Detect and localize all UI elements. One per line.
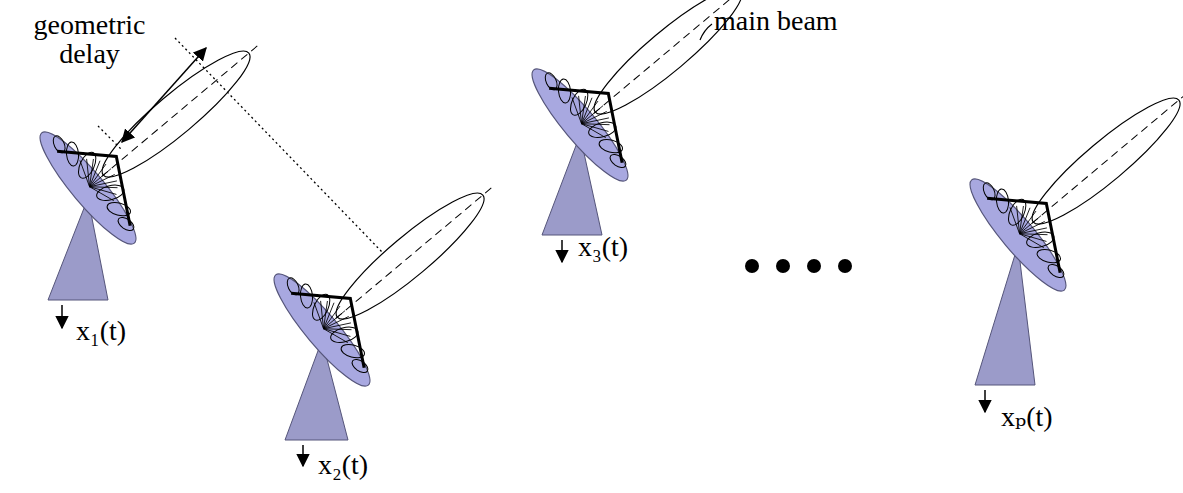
ellipsis-dot — [807, 259, 821, 273]
main-beam — [1020, 85, 1183, 238]
delay-label: geometric delay — [12, 10, 167, 69]
pattern-ray — [324, 313, 351, 339]
ellipsis-dot — [745, 259, 759, 273]
pattern-ray — [307, 302, 331, 328]
annotation-lines — [98, 24, 852, 273]
dish-reflector — [521, 60, 638, 191]
feed-support — [987, 171, 1086, 278]
leader-line — [700, 24, 712, 40]
signal-name: x₃(t) — [578, 232, 628, 261]
beam-label: main beam — [714, 6, 838, 35]
pattern-ray — [90, 173, 118, 201]
signal-arrow — [984, 390, 986, 412]
pattern-ray — [90, 171, 117, 197]
feed-support — [57, 124, 156, 231]
ellipsis-dot — [838, 259, 852, 273]
pattern-ray — [582, 118, 606, 144]
pattern-ray — [90, 181, 114, 207]
pattern-ray — [324, 315, 352, 343]
antenna-group — [29, 0, 1183, 466]
signal-name: x₂(t) — [318, 450, 368, 479]
feed-support — [549, 61, 648, 168]
pattern-ray — [324, 323, 348, 349]
radio-telescope — [263, 130, 540, 466]
pattern-ray — [582, 110, 610, 138]
beam-axis — [1022, 90, 1183, 231]
dish-reflector — [959, 170, 1076, 301]
sidelobe — [350, 357, 370, 376]
signal-name: x₁(t) — [76, 316, 126, 345]
wavefront-line — [175, 38, 382, 252]
pattern-ray — [565, 97, 589, 123]
signal-arrow — [61, 305, 63, 328]
pattern-ray — [73, 160, 97, 186]
pattern-ray — [1020, 220, 1048, 248]
dish-reflector — [29, 123, 146, 254]
ellipsis-dot — [776, 259, 790, 273]
signal-arrow — [561, 240, 563, 262]
sidelobe — [1046, 262, 1066, 281]
sidelobe — [116, 215, 136, 234]
sidelobe — [608, 152, 628, 171]
pattern-ray — [1003, 207, 1027, 233]
pattern-ray — [1020, 228, 1044, 254]
pattern-ray — [582, 108, 609, 134]
pattern-ray — [1020, 218, 1047, 244]
main-beam — [324, 180, 495, 333]
radio-telescope — [521, 0, 798, 262]
dish-reflector — [263, 265, 380, 396]
signal-arrow — [302, 445, 304, 466]
radio-telescope — [959, 35, 1183, 412]
signal-name: xₚ(t) — [1001, 402, 1053, 431]
delay-arrow — [122, 48, 206, 142]
wavefront-line — [98, 126, 122, 150]
feed-support — [291, 266, 390, 373]
